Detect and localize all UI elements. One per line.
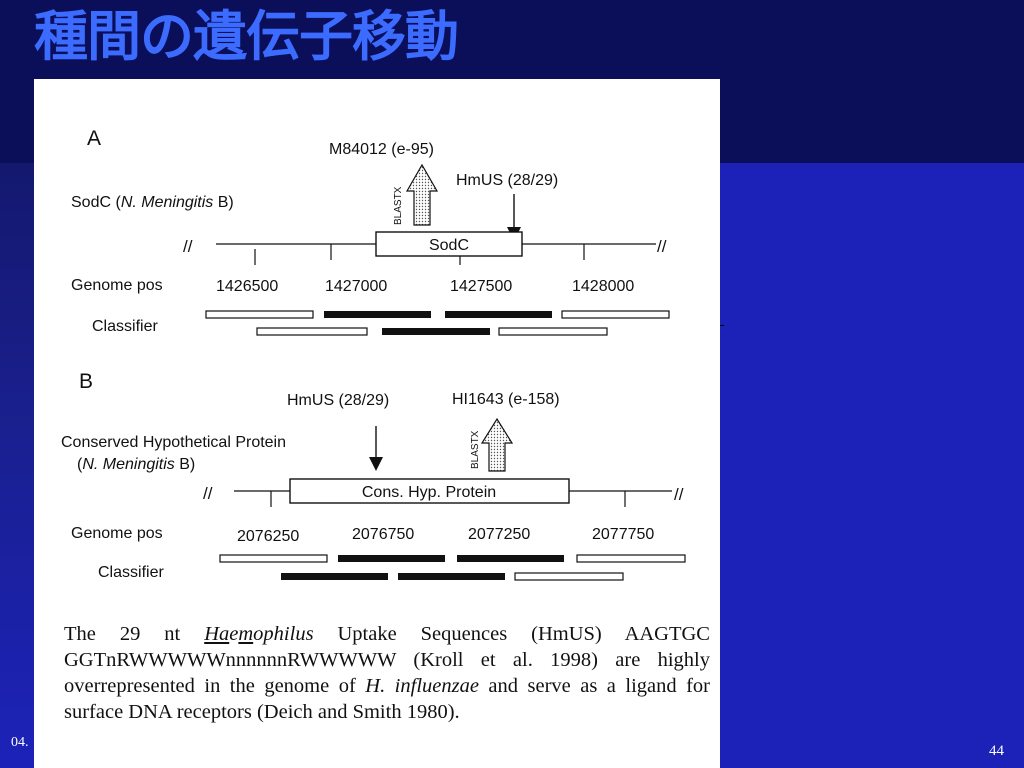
panel-a-gene-box: [375, 231, 523, 257]
footer-date: 04.: [11, 735, 29, 750]
panel-b-pos-2: 2076750: [352, 526, 414, 543]
stray-mark: [720, 325, 724, 326]
panel-a-blast-hit: M84012 (e-95): [329, 141, 434, 158]
panel-a: A M84012 (e-95) HmUS (28/29) SodC (N. Me…: [71, 127, 670, 336]
panel-b-label: B: [79, 370, 93, 393]
panel-b-break-right: //: [674, 485, 684, 504]
panel-b-hmus-label: HmUS (28/29): [287, 392, 389, 409]
panel-a-break-left: //: [183, 237, 193, 256]
haemophilus-name: Haemophilus: [204, 623, 314, 645]
panel-a-pos-3: 1427500: [450, 278, 512, 295]
panel-a-blast-arrow: BLASTX: [393, 163, 439, 226]
panel-a-genome-label: Genome pos: [71, 277, 163, 294]
panel-a-classifier-bars: [205, 310, 670, 336]
panel-b-hmus-arrow: [369, 426, 383, 471]
panel-b-classifier-bars: [219, 554, 686, 581]
panel-b-gene-box: [289, 478, 570, 504]
panel-b-blast-arrow: BLASTX: [470, 417, 514, 472]
panel-a-classifier-label: Classifier: [92, 318, 158, 335]
panel-b-break-left: //: [203, 484, 213, 503]
gene-diagram: A M84012 (e-95) HmUS (28/29) SodC (N. Me…: [61, 127, 686, 581]
panel-b-classifier-label: Classifier: [98, 564, 164, 581]
panel-b-organism-line2: (N. Meningitis B): [77, 456, 195, 473]
svg-text:BLASTX: BLASTX: [393, 186, 404, 225]
panel-b-gene-label: Cons. Hyp. Protein: [362, 484, 496, 501]
panel-b-pos-1: 2076250: [237, 528, 299, 545]
panel-a-pos-4: 1428000: [572, 278, 634, 295]
panel-b-pos-4: 2077750: [592, 526, 654, 543]
panel-a-label: A: [87, 127, 101, 150]
panel-a-break-right: //: [657, 237, 667, 256]
panel-b-blast-hit: HI1643 (e-158): [452, 391, 560, 408]
slide-title: 種間の遺伝子移動: [34, 5, 459, 68]
panel-a-organism: SodC (N. Meningitis B): [71, 194, 234, 211]
figure-image: A M84012 (e-95) HmUS (28/29) SodC (N. Me…: [34, 79, 720, 768]
panel-b-genome-label: Genome pos: [71, 525, 163, 542]
panel-a-pos-2: 1427000: [325, 278, 387, 295]
panel-b: B HmUS (28/29) HI1643 (e-158) Conserved …: [61, 370, 686, 581]
panel-b-pos-3: 2077250: [468, 526, 530, 543]
figure-caption: The 29 nt Haemophilus Uptake Sequences (…: [64, 623, 711, 723]
panel-a-gene-label: SodC: [429, 237, 469, 254]
panel-a-pos-1: 1426500: [216, 278, 278, 295]
svg-text:BLASTX: BLASTX: [470, 430, 481, 469]
panel-a-hmus-label: HmUS (28/29): [456, 172, 558, 189]
slide-side-stripe: [0, 163, 40, 768]
panel-b-organism-line1: Conserved Hypothetical Protein: [61, 434, 286, 451]
slide-number: 44: [989, 743, 1004, 759]
